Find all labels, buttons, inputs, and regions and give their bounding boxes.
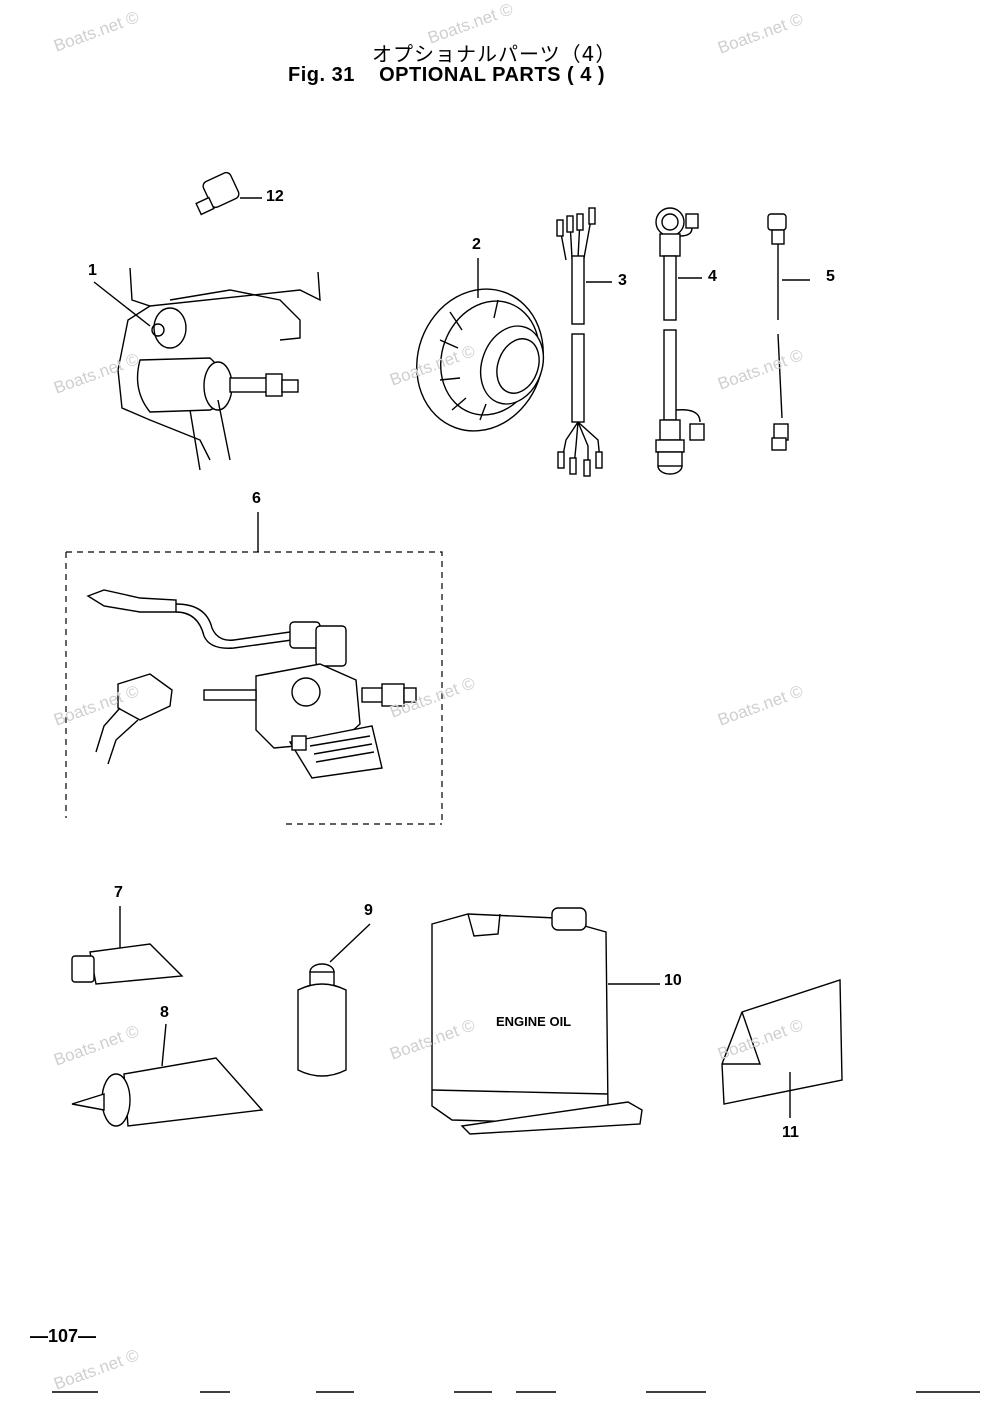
- title-english: OPTIONAL PARTS ( 4 ): [379, 64, 606, 86]
- part-9-can: [297, 923, 371, 1077]
- part-11-packet: [721, 979, 843, 1118]
- part-1-lower-unit: [93, 267, 321, 471]
- part-8-tube: [71, 1023, 264, 1127]
- callout-9: 9: [364, 902, 373, 919]
- callout-1: 1: [88, 262, 97, 279]
- part-4-main-harness: [655, 207, 705, 475]
- callout-8: 8: [160, 1004, 169, 1021]
- callout-4: 4: [708, 268, 717, 285]
- engine-oil-label: ENGINE OIL: [496, 1014, 572, 1029]
- callout-5: 5: [826, 268, 835, 285]
- part-7-tube: [71, 906, 184, 985]
- callout-7: 7: [114, 884, 123, 901]
- callout-6: 6: [252, 490, 261, 507]
- part-3-harness: [556, 207, 612, 477]
- callout-3: 3: [618, 272, 627, 289]
- part-6-kit: [65, 512, 443, 825]
- title-japanese: オプショナルパーツ（4）: [372, 42, 617, 66]
- callout-10: 10: [664, 972, 682, 989]
- part-2-rotor: [416, 258, 545, 432]
- part-12-fitting: [195, 171, 262, 216]
- figure-title: Fig. 31 OPTIONAL PARTS ( 4 ): [288, 64, 605, 87]
- callout-2: 2: [472, 236, 481, 253]
- page-number: —107—: [30, 1326, 97, 1346]
- part-5-extension-cord: [767, 213, 810, 451]
- callout-11: 11: [782, 1124, 799, 1141]
- callout-12: 12: [266, 188, 284, 205]
- fig-number: Fig. 31: [288, 64, 355, 86]
- part-10-oil-container: [431, 907, 660, 1135]
